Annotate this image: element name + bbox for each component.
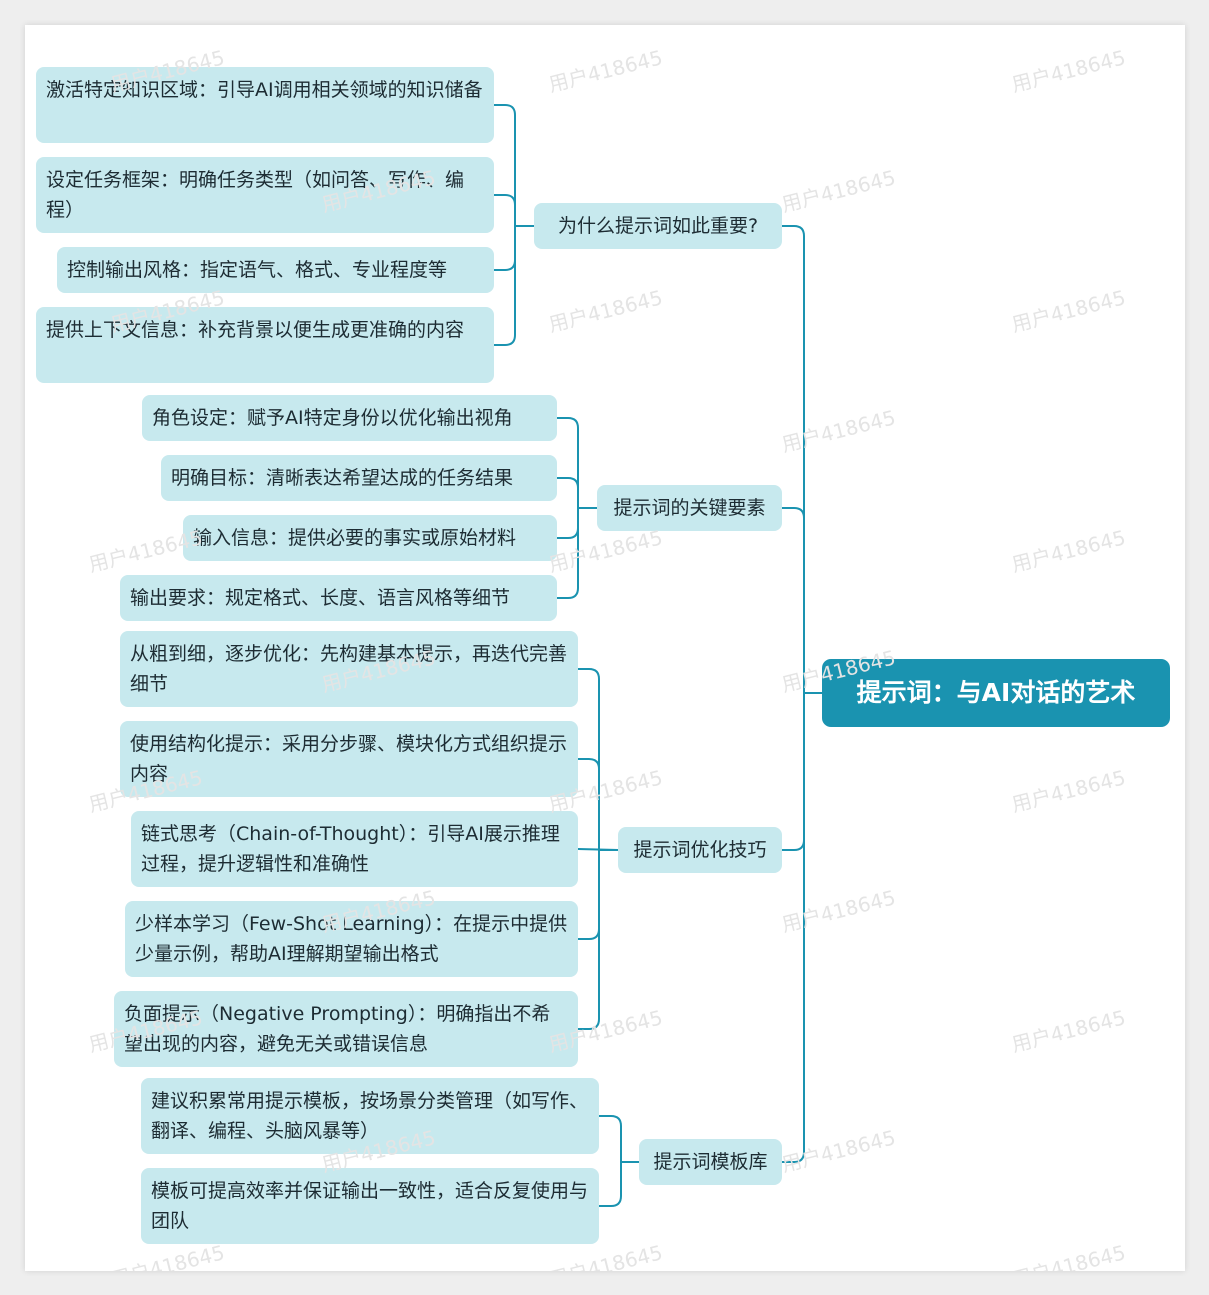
connector-line: [578, 758, 618, 851]
leaf-node-template-efficiency[interactable]: 模板可提高效率并保证输出一致性，适合反复使用与团队: [141, 1168, 599, 1244]
root-label: 提示词：与AI对话的艺术: [856, 678, 1136, 707]
connector-line: [494, 194, 534, 227]
connector-line: [494, 225, 534, 346]
leaf-node-output-requirements[interactable]: 输出要求：规定格式、长度、语言风格等细节: [120, 575, 557, 621]
connector-line: [557, 417, 597, 509]
branch-label: 提示词的关键要素: [613, 497, 766, 519]
branch-label: 提示词优化技巧: [633, 839, 767, 861]
leaf-label: 链式思考（Chain-of-Thought）：引导AI展示推理过程，提升逻辑性和…: [141, 823, 560, 875]
leaf-node-chain-of-thought[interactable]: 链式思考（Chain-of-Thought）：引导AI展示推理过程，提升逻辑性和…: [131, 811, 578, 887]
connector-line: [599, 1161, 639, 1207]
branch-node-template-library[interactable]: 提示词模板库: [639, 1139, 782, 1185]
leaf-label: 使用结构化提示：采用分步骤、模块化方式组织提示内容: [130, 733, 568, 785]
leaf-label: 明确目标：清晰表达希望达成的任务结果: [171, 467, 514, 489]
leaf-label: 少样本学习（Few-Shot Learning）：在提示中提供少量示例，帮助AI…: [135, 913, 568, 965]
leaf-node-negative-prompting[interactable]: 负面提示（Negative Prompting）：明确指出不希望出现的内容，避免…: [114, 991, 578, 1067]
branch-node-why-important[interactable]: 为什么提示词如此重要?: [534, 203, 782, 249]
leaf-node-input-info[interactable]: 输入信息：提供必要的事实或原始材料: [183, 515, 557, 561]
leaf-node-clear-goal[interactable]: 明确目标：清晰表达希望达成的任务结果: [161, 455, 557, 501]
connector-line: [782, 692, 822, 851]
leaf-node-output-style[interactable]: 控制输出风格：指定语气、格式、专业程度等: [57, 247, 494, 293]
connector-line: [599, 1115, 639, 1163]
leaf-label: 模板可提高效率并保证输出一致性，适合反复使用与团队: [151, 1180, 589, 1232]
leaf-label: 输出要求：规定格式、长度、语言风格等细节: [130, 587, 511, 609]
branch-node-key-elements[interactable]: 提示词的关键要素: [597, 485, 782, 531]
branch-label: 提示词模板库: [653, 1151, 768, 1173]
leaf-node-few-shot[interactable]: 少样本学习（Few-Shot Learning）：在提示中提供少量示例，帮助AI…: [125, 901, 578, 977]
root-node[interactable]: 提示词：与AI对话的艺术: [822, 659, 1170, 727]
connector-line: [578, 849, 618, 1030]
leaf-node-coarse-to-fine[interactable]: 从粗到细，逐步优化：先构建基本提示，再迭代完善细节: [120, 631, 578, 707]
leaf-node-task-framework[interactable]: 设定任务框架：明确任务类型（如问答、写作、编程）: [36, 157, 494, 233]
leaf-label: 输入信息：提供必要的事实或原始材料: [193, 527, 517, 549]
connector-line: [782, 225, 822, 694]
leaf-label: 设定任务框架：明确任务类型（如问答、写作、编程）: [46, 169, 465, 221]
branch-node-optimization-tips[interactable]: 提示词优化技巧: [618, 827, 782, 873]
leaf-label: 负面提示（Negative Prompting）：明确指出不希望出现的内容，避免…: [124, 1003, 551, 1055]
mind-map-canvas: 提示词：与AI对话的艺术 为什么提示词如此重要? 激活特定知识区域：引导AI调用…: [25, 25, 1185, 1271]
leaf-node-context-info[interactable]: 提供上下文信息：补充背景以便生成更准确的内容: [36, 307, 494, 383]
leaf-label: 从粗到细，逐步优化：先构建基本提示，再迭代完善细节: [130, 643, 568, 695]
leaf-label: 角色设定：赋予AI特定身份以优化输出视角: [152, 407, 513, 429]
leaf-node-activate-knowledge[interactable]: 激活特定知识区域：引导AI调用相关领域的知识储备: [36, 67, 494, 143]
leaf-label: 建议积累常用提示模板，按场景分类管理（如写作、翻译、编程、头脑风暴等）: [151, 1090, 589, 1142]
connector-line: [782, 507, 822, 694]
leaf-node-structured-prompt[interactable]: 使用结构化提示：采用分步骤、模块化方式组织提示内容: [120, 721, 578, 797]
leaf-label: 控制输出风格：指定语气、格式、专业程度等: [67, 259, 448, 281]
leaf-label: 提供上下文信息：补充背景以便生成更准确的内容: [46, 319, 465, 341]
connector-line: [557, 477, 597, 509]
connector-line: [782, 692, 822, 1163]
leaf-node-role-setting[interactable]: 角色设定：赋予AI特定身份以优化输出视角: [142, 395, 557, 441]
leaf-node-accumulate-templates[interactable]: 建议积累常用提示模板，按场景分类管理（如写作、翻译、编程、头脑风暴等）: [141, 1078, 599, 1154]
connector-lines: [494, 104, 822, 1207]
connector-line: [557, 507, 597, 599]
branch-label: 为什么提示词如此重要?: [557, 215, 759, 237]
leaf-label: 激活特定知识区域：引导AI调用相关领域的知识储备: [46, 79, 483, 101]
connector-line: [494, 104, 534, 227]
connector-line: [578, 668, 618, 851]
